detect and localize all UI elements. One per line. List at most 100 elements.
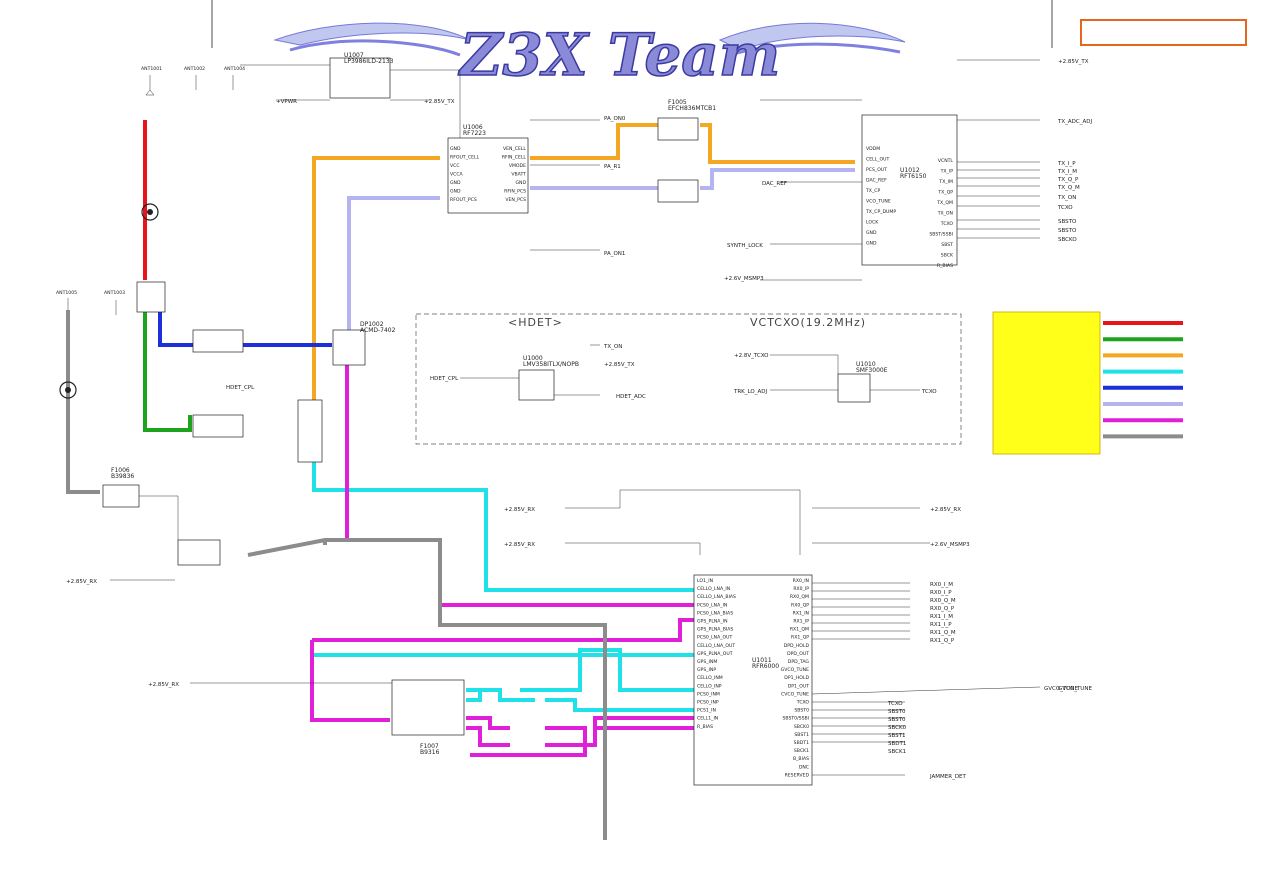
pin-u1011-r17: SBST0/SSBI	[782, 716, 809, 722]
u1011-box	[693, 574, 813, 786]
net-left-19: +2.85V_RX	[148, 682, 179, 688]
ref-u1010: U1010	[856, 361, 876, 368]
pin-u1011-l1: CELLO_LNA_IN	[697, 586, 730, 592]
net-right-10: SBCKO	[1058, 237, 1077, 243]
pin-u1012-r6: TCXO	[940, 221, 954, 227]
pin-u1011-r8: DPD_HOLD	[784, 643, 810, 649]
pin-u1011-l13: CELLO_INP	[697, 683, 722, 689]
pin-u1012-l2: PCS_OUT	[866, 167, 887, 173]
pin-u1011-l17: CELL1_IN	[697, 716, 718, 722]
pin-u1011-l10: GPS_INM	[697, 659, 717, 665]
pin-u1011-l3: PCS0_LNA_IN	[697, 602, 727, 608]
pin-u1011-l11: GPS_INP	[697, 667, 716, 673]
net-left-18: +2.85V_RX	[66, 579, 97, 585]
pin-u1011-r15: TCXO	[796, 700, 810, 706]
pin-u1012-l0: VDDM	[866, 146, 880, 152]
pin-u1011-l4: PCS0_LNA_BIAS	[697, 610, 733, 616]
net-right-17: RX1_I_M	[930, 614, 953, 620]
pin-u1006-r6: VEN_PCS	[505, 197, 526, 203]
net-right-0: +2.85V_TX	[1058, 59, 1089, 65]
pin-u1011-r2: RX0_QM	[790, 594, 809, 600]
ref-f1006: F1006	[111, 467, 130, 474]
ref-u1011: U1011	[752, 657, 772, 664]
net-right-8: SBSTO	[1058, 219, 1077, 225]
net-left-2: PA_ON0	[604, 116, 626, 122]
pin-u1011-l8: CELLO_LNA_OUT	[697, 643, 735, 649]
color-nets	[66, 120, 855, 840]
antenna-label-2: ANT1004	[224, 66, 245, 72]
net-left-24: SBCK0	[888, 725, 907, 731]
part-u1012: RFT6150	[900, 173, 927, 180]
pin-u1011-r18: SBCK0	[794, 724, 809, 730]
ref-dp1002: DP1002	[360, 321, 384, 328]
component-boxes	[102, 57, 1101, 786]
dp1002-box	[332, 329, 366, 366]
net-left-11: +2.85V_TX	[604, 362, 635, 368]
part-f1006: B39836	[111, 473, 134, 480]
net-left-21: TCXO	[887, 701, 903, 707]
pin-u1012-r3: TX_QP	[937, 190, 953, 196]
pin-u1011-r16: SBST0	[794, 708, 809, 714]
part-u1007: LP3986ILD-2133	[344, 58, 394, 65]
pin-u1012-r9: SBCK	[941, 253, 954, 259]
net-left-25: SBST1	[888, 733, 906, 739]
pin-u1012-r0: VCNTL	[938, 158, 954, 164]
u1012-box	[861, 114, 958, 266]
title-box	[1080, 19, 1247, 46]
pin-u1012-l4: TX_CP	[865, 188, 880, 194]
pin-u1011-r14: CVCO_TUNE	[781, 691, 809, 697]
vctcxo-section-label: VCTCXO(19.2MHz)	[750, 316, 866, 329]
pin-u1011-l6: GPS_PLNA_BIAS	[697, 627, 733, 633]
net-right-16: RX0_Q_P	[930, 606, 955, 612]
net-right-2: TX_I_P	[1057, 161, 1076, 167]
u1000-box	[518, 369, 555, 401]
net-left-3: PA_R1	[604, 164, 621, 170]
net-labels-left: +VPWR+2.85V_TXPA_ON0PA_R1PA_ON1+2.6V_MSM…	[66, 99, 1078, 755]
pin-u1006-l4: GND	[450, 180, 461, 186]
pin-u1011-r22: B_BIAS	[793, 756, 809, 762]
pin-u1011-l0: LO1_IN	[697, 578, 713, 584]
ref-f1005: F1005	[668, 99, 687, 106]
pin-u1011-l14: PCS0_INM	[697, 691, 720, 697]
pin-u1012-l1: CELL_OUT	[866, 157, 890, 163]
pin-u1011-r1: RX0_IP	[793, 586, 809, 592]
u1007-box	[329, 57, 391, 99]
pin-u1011-r9: DPD_OUT	[787, 651, 809, 657]
f1008-box	[657, 179, 699, 203]
net-left-12: +2.8V_TCXO	[734, 353, 769, 359]
pin-u1012-r5: TX_ON	[937, 211, 953, 217]
part-u1011: RFR6000	[752, 663, 779, 670]
pin-u1012-l8: GND	[866, 230, 877, 236]
pin-labels: GNDRFOUT_CELLVCCVCCAGNDGNDRFOUT_PCSVEN_C…	[450, 146, 954, 778]
net-right-3: TX_I_M	[1057, 169, 1077, 175]
net-right-7: TCXO	[1057, 205, 1073, 211]
pin-u1011-l15: PCS0_INP	[697, 700, 719, 706]
antenna-label-1: ANT1002	[184, 66, 205, 72]
u1010-box	[837, 373, 871, 403]
pin-u1011-l7: PCS0_LNA_OUT	[697, 635, 733, 641]
f1006-box	[102, 484, 140, 508]
net-right-22: JAMMER_DET	[929, 774, 967, 780]
pin-u1011-r24: RESERVED	[785, 772, 810, 778]
part-f1005: EFCH836MTCB1	[668, 105, 716, 112]
net-left-14: TCXO	[921, 389, 937, 395]
net-left-4: PA_ON1	[604, 251, 625, 257]
pin-u1006-r1: RFIN_CELL	[502, 155, 527, 161]
pin-u1012-r2: TX_IM	[938, 179, 953, 185]
net-right-15: RX0_Q_M	[930, 598, 956, 604]
pin-u1011-r20: SBDT1	[794, 740, 809, 746]
pin-u1011-r6: RX1_QM	[790, 627, 809, 633]
f1007-box	[391, 679, 465, 736]
pin-u1012-l5: VCO_TUNE	[866, 199, 891, 205]
net-right-18: RX1_I_P	[930, 622, 952, 628]
pin-u1012-l6: TX_CP_DUMP	[865, 209, 896, 215]
antenna-label-3: ANT1005	[56, 290, 77, 296]
pin-u1011-l2: CELLO_LNA_BIAS	[697, 594, 736, 600]
net-left-27: SBCK1	[888, 749, 906, 755]
legend-lines	[1103, 321, 1183, 439]
logo-text: Z3X Team	[458, 21, 780, 89]
part-u1010: SMF3000E	[856, 367, 888, 374]
net-right-13: RX0_I_M	[930, 582, 953, 588]
pin-u1012-l9: GND	[866, 241, 877, 247]
